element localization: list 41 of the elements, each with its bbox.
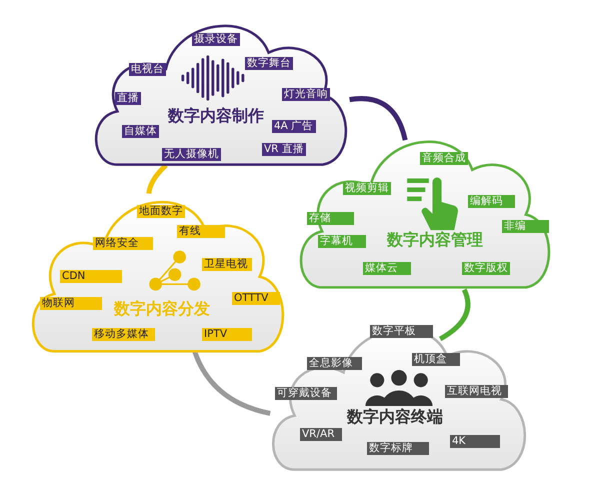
tag-label: 无人摄像机: [162, 148, 221, 161]
tag-label: 4K: [450, 435, 500, 448]
tag-label: 地面数字: [137, 205, 185, 218]
connector-line: [438, 288, 470, 342]
tag-label: 字幕机: [318, 235, 366, 248]
tag-label: 物联网: [40, 297, 102, 310]
tag-label: 网络安全: [93, 237, 153, 250]
tag-label: 移动多媒体: [92, 328, 155, 341]
tag-label: 音频合成: [420, 152, 468, 165]
connector-line: [349, 96, 408, 141]
tag-label: 编解码: [468, 195, 515, 208]
cloud-title: 数字内容终端: [347, 407, 443, 426]
tag-label: 媒体云: [363, 262, 411, 275]
tag-label: VR 直播: [262, 143, 306, 156]
tag-label: 存储: [307, 212, 354, 225]
tag-label: 摄录设备: [192, 33, 240, 46]
tag-label: 电视台: [129, 63, 166, 76]
cloud-title: 数字内容分发: [114, 299, 210, 318]
tag-label: 互联网电视: [445, 385, 508, 398]
tag-label: 4A 广告: [272, 120, 316, 133]
tag-label: 数字舞台: [245, 57, 293, 70]
tag-label: VR/AR: [300, 428, 342, 441]
connector-line: [192, 350, 271, 416]
cloud-title: 数字内容制作: [168, 106, 264, 125]
tag-label: 自媒体: [122, 125, 159, 138]
tag-label: 数字版权: [462, 262, 510, 275]
tag-label: 数字平板: [370, 325, 433, 338]
cloud-title: 数字内容管理: [387, 230, 483, 249]
tag-label: 直播: [115, 92, 141, 105]
tag-label: OTTTV: [232, 292, 280, 305]
tag-label: 全息影像: [307, 357, 362, 370]
tag-label: 数字标牌: [367, 442, 429, 455]
tag-label: 视频剪辑: [343, 182, 391, 195]
tag-label: 机顶盒: [412, 353, 460, 366]
tag-label: IPTV: [202, 328, 252, 341]
tag-label: 有线: [177, 225, 225, 238]
tag-label: 可穿戴设备: [275, 387, 337, 400]
tag-label: 卫星电视: [202, 258, 252, 271]
tag-label: 非编: [502, 220, 549, 233]
tag-label: CDN: [60, 270, 122, 283]
tag-label: 灯光音响: [282, 88, 330, 101]
